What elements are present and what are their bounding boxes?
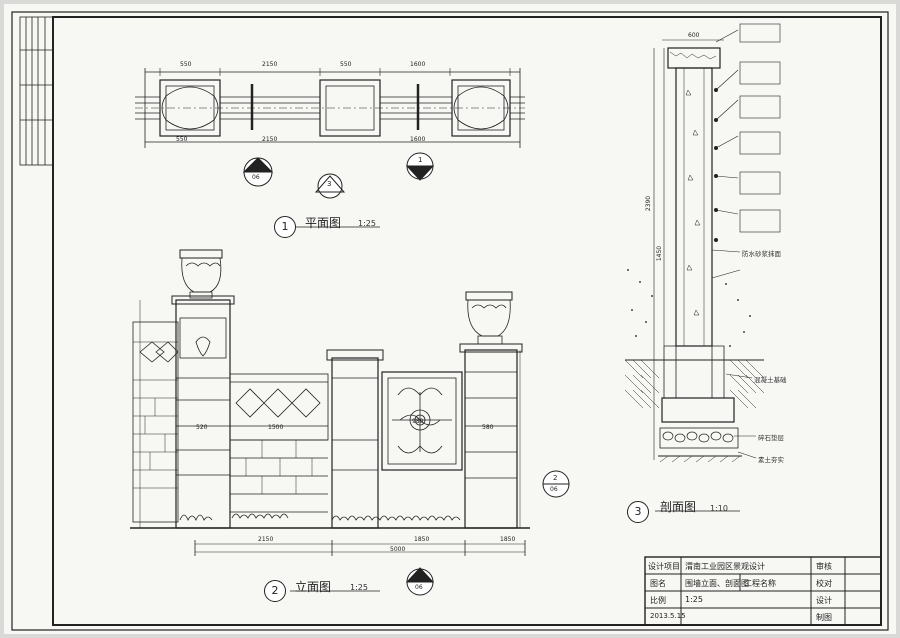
- section-marker-right: [405, 152, 435, 181]
- elev-dim: 1850: [414, 536, 430, 543]
- section-view: [624, 23, 781, 463]
- tb-project-label: 设计项目: [648, 562, 680, 571]
- tb-drawing-label: 图名: [650, 579, 666, 588]
- elevation-view: [130, 249, 530, 556]
- tb-right-3: 制图: [816, 613, 832, 622]
- section-note: 防水砂浆抹面: [742, 250, 781, 258]
- tb-date: 2013.5.15: [650, 612, 686, 620]
- elev-dim: 2150: [258, 536, 274, 543]
- elev-dim: 1500: [268, 424, 284, 431]
- marker-label: 2: [553, 474, 558, 482]
- plan-title: 平面图: [305, 216, 342, 230]
- plan-scale: 1:25: [358, 219, 376, 228]
- tb-right-1: 校对: [816, 579, 832, 588]
- tb-right-0: 审核: [816, 562, 832, 571]
- elev-dim: 1850: [500, 536, 516, 543]
- marker-label: 1: [418, 156, 423, 164]
- elev-dim: 980: [412, 418, 424, 425]
- section-marker-elev-bottom: [405, 567, 435, 596]
- plan-dim: 550: [176, 136, 188, 143]
- paper: [4, 4, 896, 634]
- tb-project-value: 渭南工业园区景观设计: [685, 562, 765, 571]
- tb-right-2: 设计: [816, 596, 832, 605]
- plan-dim: 1600: [410, 61, 426, 68]
- plan-dim: 1600: [410, 136, 426, 143]
- plan-dim: 550: [180, 61, 192, 68]
- plan-dim: 2150: [262, 61, 278, 68]
- plan-view: [135, 68, 525, 148]
- section-note: 混凝土基础: [754, 376, 787, 384]
- tb-scale-value: 1:25: [685, 595, 703, 604]
- elevation-title: 立面图: [295, 580, 332, 594]
- plan-dim: 550: [340, 61, 352, 68]
- elev-dim: 580: [482, 424, 494, 431]
- marker-label: 06: [550, 486, 558, 493]
- section-number: 3: [627, 501, 649, 523]
- marker-label: 1: [418, 573, 423, 581]
- section-marker-center: [314, 173, 346, 199]
- section-dim: 2390: [645, 195, 653, 212]
- marker-label: 3: [255, 164, 260, 172]
- section-marker-elev-right: [542, 470, 570, 498]
- plan-dim: 2150: [262, 136, 278, 143]
- title-block: [644, 556, 882, 626]
- inner-border: [52, 16, 882, 626]
- binding-strip: [19, 16, 54, 166]
- section-dim: 1450: [656, 245, 664, 262]
- elev-dim: 520: [196, 424, 208, 431]
- section-title: 剖面图: [660, 500, 697, 514]
- elev-dim: 5000: [390, 546, 406, 553]
- elevation-number: 2: [264, 580, 286, 602]
- tb-drawing-value: 围墙立面、剖面图: [685, 579, 749, 588]
- section-marker-left: [242, 157, 274, 187]
- section-note: 素土夯实: [758, 456, 784, 464]
- section-note: 碎石垫层: [758, 434, 784, 442]
- tb-stage: 工程名称: [744, 579, 776, 588]
- elevation-scale: 1:25: [350, 583, 368, 592]
- plan-number: 1: [274, 216, 296, 238]
- tb-scale-label: 比例: [650, 596, 666, 605]
- marker-label: 06: [415, 584, 423, 591]
- section-dim: 600: [688, 32, 700, 39]
- marker-label: 06: [415, 168, 423, 175]
- marker-label: 3: [327, 180, 332, 188]
- outer-border: [11, 11, 889, 631]
- marker-label: 06: [252, 174, 260, 181]
- section-scale: 1:10: [710, 504, 728, 513]
